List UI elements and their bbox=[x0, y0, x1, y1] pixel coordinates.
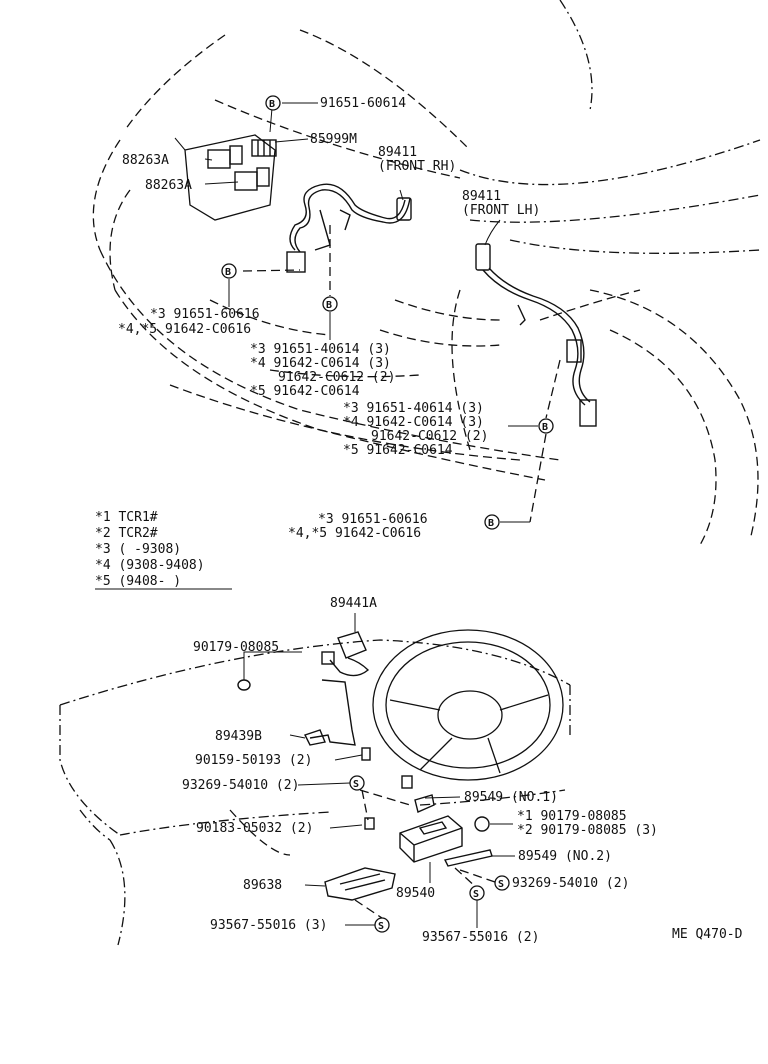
label-93269-54010-b: 93269-54010 (2) bbox=[512, 876, 629, 891]
bolt-symbol-rh: B bbox=[221, 263, 237, 279]
label-90159-50193: 90159-50193 (2) bbox=[195, 753, 312, 768]
lower-leaders bbox=[243, 613, 515, 928]
upper-labels: 91651-60614 85999M 88263A 88263A 89411 (… bbox=[118, 96, 540, 541]
label-89411-lh: 89411 bbox=[462, 189, 501, 204]
label-89411-rh-sub: (FRONT RH) bbox=[378, 159, 456, 174]
svg-text:S: S bbox=[498, 879, 504, 890]
label-85999m: 85999M bbox=[310, 132, 357, 147]
dashboard-outline bbox=[59, 639, 571, 946]
bolt-symbol-lh: B bbox=[538, 418, 554, 434]
legend-row-1: *1 TCR1# bbox=[95, 510, 158, 525]
legend-row-2: *2 TCR2# bbox=[95, 526, 158, 541]
label-90183-05032: 90183-05032 (2) bbox=[196, 821, 313, 836]
relay-bracket bbox=[174, 134, 276, 221]
label-89441a: 89441A bbox=[330, 596, 377, 611]
label-93567-55016-b: 93567-55016 (2) bbox=[422, 930, 539, 945]
label-3-91651-60616: *3 91651-60616 bbox=[150, 307, 260, 322]
label-group2-line1: *3 91651-40614 (3) bbox=[343, 401, 484, 416]
ecu-89540 bbox=[399, 815, 463, 863]
screw-symbol-b: S bbox=[494, 875, 510, 891]
label-89549-no2: 89549 (NO.2) bbox=[518, 849, 612, 864]
label-group1-line3: 91642-C0612 (2) bbox=[278, 370, 395, 385]
svg-text:B: B bbox=[542, 422, 548, 433]
relay-88263a-upper bbox=[207, 145, 243, 169]
upper-leaders bbox=[204, 102, 561, 523]
legend-row-4: *4 (9308-9408) bbox=[95, 558, 205, 573]
relay-88263a-lower bbox=[234, 167, 270, 191]
label-group1-line2: *4 91642-C0614 (3) bbox=[250, 356, 391, 371]
label-88263a-lower: 88263A bbox=[145, 178, 192, 193]
sensor-89441a bbox=[321, 631, 370, 677]
label-b3-91651-60616: *3 91651-60616 bbox=[318, 512, 428, 527]
label-1-90179-08085: *1 90179-08085 bbox=[517, 809, 627, 824]
label-group1-line1: *3 91651-40614 (3) bbox=[250, 342, 391, 357]
label-group1-line4: *5 91642-C0614 bbox=[250, 384, 360, 399]
label-93269-54010-a: 93269-54010 (2) bbox=[182, 778, 299, 793]
connector-85999m bbox=[251, 139, 277, 157]
bolt-symbol-top: B bbox=[265, 95, 281, 111]
label-88263a-upper: 88263A bbox=[122, 153, 169, 168]
svg-text:B: B bbox=[326, 300, 332, 311]
bolt-symbol-center: B bbox=[322, 296, 338, 312]
label-group2-line3: 91642-C0612 (2) bbox=[371, 429, 488, 444]
speed-sensor-front-lh bbox=[475, 243, 597, 427]
screw-symbol-d: S bbox=[374, 917, 390, 933]
label-b45-91642-c0616: *4,*5 91642-C0616 bbox=[288, 526, 421, 541]
label-group2-line2: *4 91642-C0614 (3) bbox=[343, 415, 484, 430]
label-91651-60614: 91651-60614 bbox=[320, 96, 406, 111]
legend-row-3: *3 ( -9308) bbox=[95, 542, 181, 557]
svg-text:B: B bbox=[488, 518, 494, 529]
label-89540: 89540 bbox=[396, 886, 435, 901]
screw-symbol-c: S bbox=[469, 885, 485, 901]
svg-text:S: S bbox=[378, 921, 384, 932]
label-93567-55016-a: 93567-55016 (3) bbox=[210, 918, 327, 933]
bracket-89549-no2 bbox=[443, 849, 493, 867]
speed-sensor-front-rh bbox=[286, 183, 412, 273]
bolt-symbol-lh-lower: B bbox=[484, 514, 500, 530]
label-89638: 89638 bbox=[243, 878, 282, 893]
bracket-89549-no1 bbox=[414, 794, 435, 813]
diagram-code: ME Q470-D bbox=[672, 927, 743, 942]
label-89549-no1: 89549 (NO.1) bbox=[464, 790, 558, 805]
bracket-89439b bbox=[304, 679, 356, 746]
legend: *1 TCR1# *2 TCR2# *3 ( -9308) *4 (9308-9… bbox=[95, 510, 232, 590]
label-45-91642-c0616: *4,*5 91642-C0616 bbox=[118, 322, 251, 337]
label-2-90179-08085: *2 90179-08085 (3) bbox=[517, 823, 658, 838]
label-90179-08085-a: 90179-08085 bbox=[193, 640, 279, 655]
cover-89638 bbox=[324, 867, 396, 901]
lower-labels: 89441A 90179-08085 89439B 90159-50193 (2… bbox=[182, 596, 743, 945]
svg-text:B: B bbox=[225, 267, 231, 278]
svg-text:S: S bbox=[353, 779, 359, 790]
svg-text:B: B bbox=[269, 99, 275, 110]
front-body-outline bbox=[92, 0, 761, 546]
label-89439b: 89439B bbox=[215, 729, 262, 744]
fasteners bbox=[237, 679, 490, 832]
label-89411-lh-sub: (FRONT LH) bbox=[462, 203, 540, 218]
steering-wheel bbox=[372, 629, 564, 781]
label-89411-rh: 89411 bbox=[378, 145, 417, 160]
screw-symbol-a: S bbox=[349, 775, 365, 791]
svg-text:S: S bbox=[473, 889, 479, 900]
label-group2-line4: *5 91642-C0614 bbox=[343, 443, 453, 458]
legend-row-5: *5 (9408- ) bbox=[95, 574, 181, 589]
